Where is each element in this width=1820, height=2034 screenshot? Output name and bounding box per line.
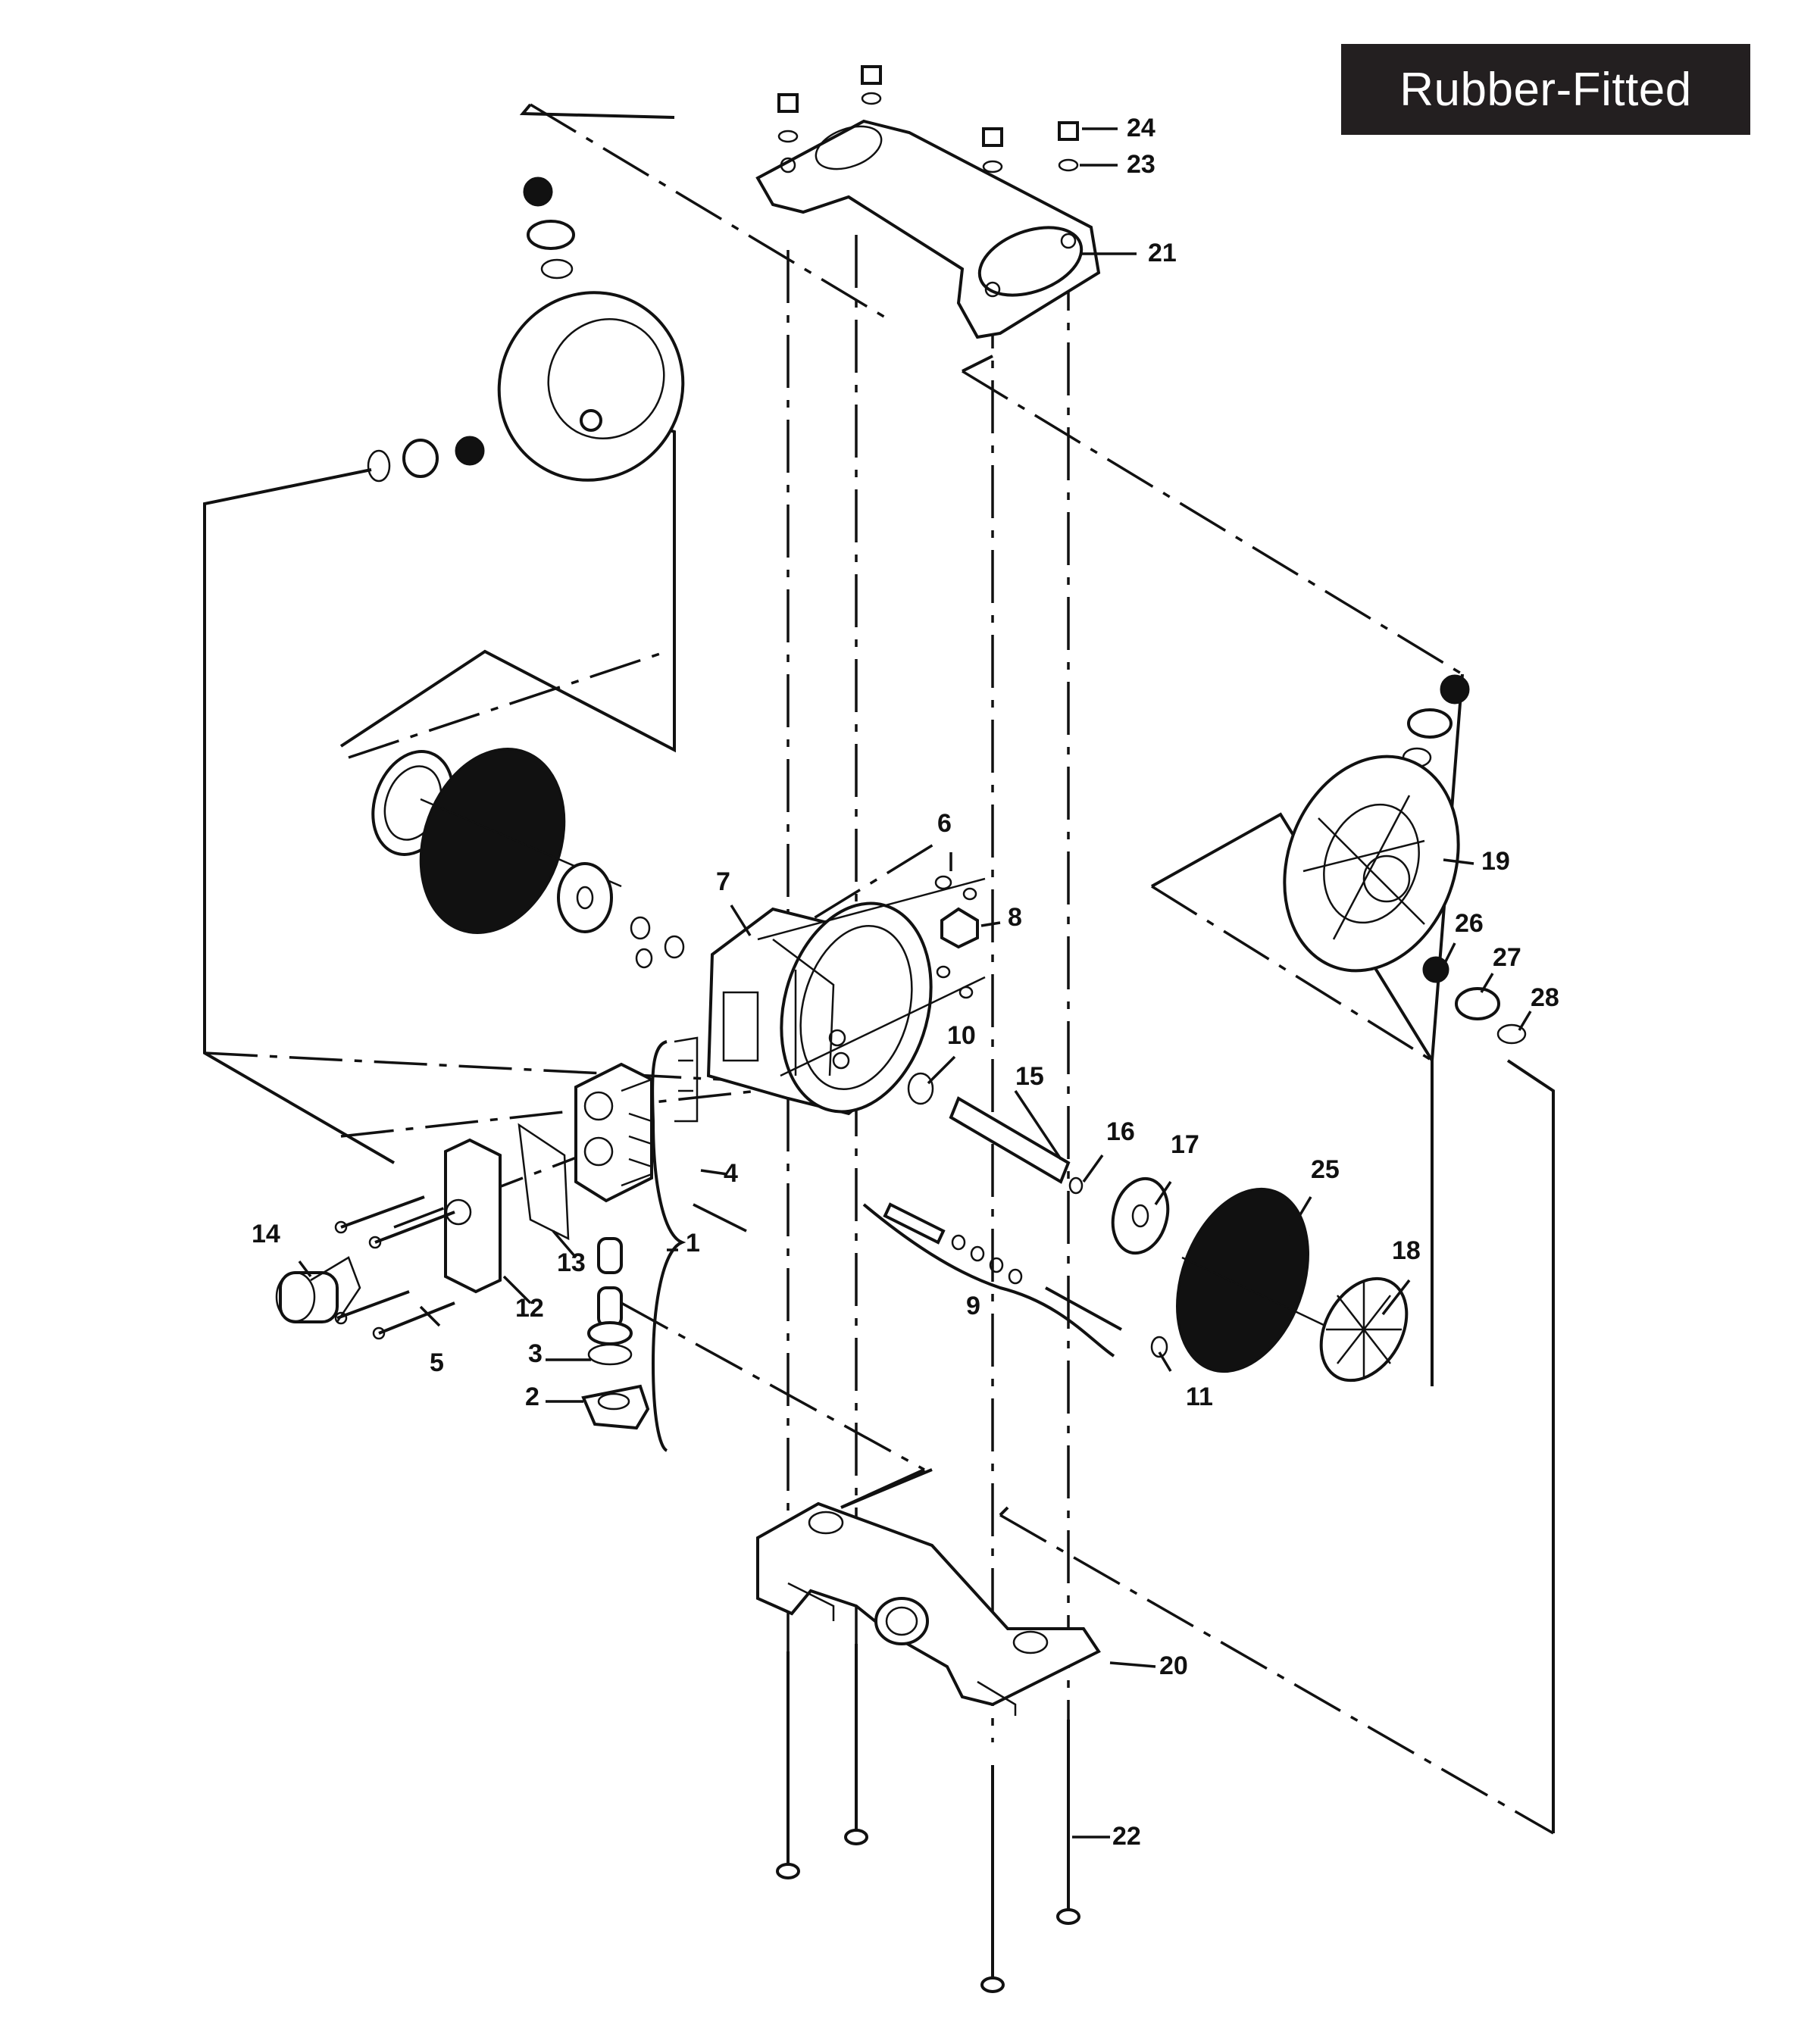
left-diaphragm-assembly (371, 748, 685, 969)
seat-27 (1455, 987, 1500, 1020)
plate-17 (1111, 1176, 1170, 1255)
label-14: 14 (252, 1220, 280, 1248)
check-ball-26 (1422, 956, 1449, 983)
label-25: 25 (1311, 1155, 1340, 1184)
assembly-braces (651, 1040, 686, 1452)
label-1: 1 (686, 1229, 700, 1258)
right-outer-chamber (1283, 674, 1527, 1045)
label-26: 26 (1455, 909, 1484, 938)
label-21: 21 (1148, 239, 1177, 267)
part-labels: 1 2 3 4 5 6 7 8 9 10 11 12 13 14 15 16 1… (252, 114, 1559, 1851)
air-valve-assembly (444, 1036, 699, 1294)
label-28: 28 (1531, 983, 1559, 1012)
washer-23 (1058, 158, 1079, 172)
o-ring-10 (907, 1072, 934, 1105)
screw-6 (934, 875, 952, 890)
label-22: 22 (1112, 1822, 1141, 1851)
label-2: 2 (525, 1383, 539, 1411)
shaft-15 (949, 1096, 1071, 1184)
label-7: 7 (716, 867, 730, 896)
badge-text: Rubber-Fitted (1399, 63, 1692, 116)
ring-11 (1150, 1336, 1168, 1358)
center-hardware (907, 875, 979, 1105)
label-17: 17 (1171, 1130, 1199, 1159)
o-ring-28 (1496, 1023, 1527, 1045)
label-18: 18 (1392, 1236, 1421, 1265)
label-19: 19 (1481, 847, 1510, 876)
bracket-lines (203, 103, 1555, 1833)
spool-bracket-9 (862, 1203, 1115, 1358)
label-6: 6 (937, 809, 952, 838)
check-ball-left (455, 436, 485, 466)
spool-assembly (862, 1202, 1122, 1358)
top-hardware (777, 65, 1079, 173)
label-3: 3 (528, 1339, 543, 1368)
left-outer-chamber (367, 177, 685, 483)
leader-lines (298, 127, 1532, 1839)
gasket-13 (518, 1123, 570, 1241)
label-27: 27 (1493, 943, 1521, 972)
label-5: 5 (430, 1348, 444, 1377)
shaft-and-right-diaphragm (949, 1096, 1409, 1383)
label-24: 24 (1127, 114, 1155, 142)
label-20: 20 (1159, 1651, 1188, 1680)
bottom-manifold (756, 1501, 1101, 1716)
bottom-bolts (776, 1644, 1080, 1993)
label-12: 12 (515, 1294, 544, 1323)
washer-16 (1068, 1176, 1084, 1195)
assembly-guide-lines (204, 103, 1554, 1835)
label-4: 4 (724, 1159, 738, 1188)
left-diaphragm (419, 748, 566, 934)
label-16: 16 (1106, 1117, 1135, 1146)
nut-24 (1058, 121, 1079, 141)
top-manifold (755, 119, 1101, 339)
right-diaphragm-25 (1176, 1187, 1309, 1373)
label-13: 13 (557, 1248, 586, 1277)
label-9: 9 (966, 1292, 980, 1320)
label-10: 10 (947, 1021, 976, 1050)
center-section (706, 877, 986, 1116)
label-8: 8 (1008, 903, 1022, 932)
label-23: 23 (1127, 150, 1155, 179)
brace-1 (651, 1040, 686, 1452)
pilot-valve-stack (581, 1237, 650, 1430)
o-ring-3 (587, 1343, 633, 1366)
label-15: 15 (1015, 1062, 1044, 1091)
cap-2 (581, 1384, 650, 1430)
plug-8 (940, 907, 979, 949)
check-ball-top-right (1440, 674, 1470, 705)
muffler-and-screws (275, 1195, 455, 1340)
label-11: 11 (1186, 1383, 1213, 1411)
check-ball-top-left (523, 177, 553, 207)
rubber-fitted-badge: Rubber-Fitted (1341, 44, 1750, 135)
